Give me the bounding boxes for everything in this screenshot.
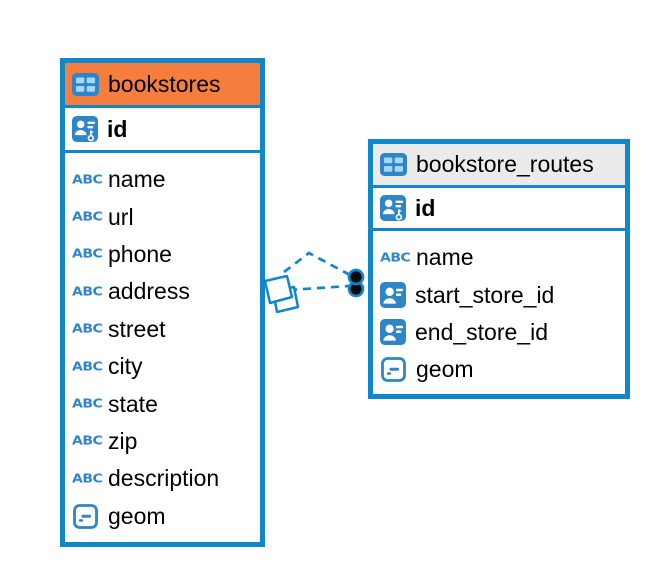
column-list: ABC name start_store_id end_store_id [373, 231, 625, 389]
primary-key-icon [72, 116, 98, 142]
varchar-type-icon: ABC [72, 359, 103, 374]
column-name: id [107, 115, 128, 142]
table-bookstore-routes[interactable]: bookstore_routes id ABC name [368, 139, 630, 399]
reference-type-icon [380, 282, 406, 309]
relationship-source-marker-front[interactable] [263, 274, 294, 305]
table-header[interactable]: bookstores [65, 63, 260, 108]
relationship-source-marker-back[interactable] [271, 285, 300, 314]
column-row-name[interactable]: ABC name [373, 239, 625, 276]
reference-type-icon [380, 319, 406, 346]
varchar-type-icon: ABC [72, 322, 103, 337]
geometry-type-icon [73, 503, 98, 529]
relationship-endpoint-dot[interactable] [347, 280, 365, 298]
table-title: bookstores [108, 70, 221, 97]
column-row-city[interactable]: ABC city [65, 348, 260, 385]
column-row-description[interactable]: ABC description [65, 460, 260, 497]
varchar-type-icon: ABC [72, 396, 103, 412]
column-name: url [108, 203, 134, 230]
column-row-phone[interactable]: ABC phone [65, 236, 260, 273]
relationship-endpoint-dot[interactable] [347, 268, 365, 286]
column-name: zip [108, 427, 138, 454]
column-row-zip[interactable]: ABC zip [65, 423, 260, 460]
column-name: id [415, 194, 436, 221]
column-row-geom[interactable]: geom [373, 351, 625, 388]
column-name: city [108, 353, 143, 380]
column-row-street[interactable]: ABC street [65, 311, 260, 348]
column-row-id[interactable]: id [65, 108, 260, 153]
column-name: end_store_id [415, 318, 548, 345]
primary-key-icon [380, 195, 406, 221]
geometry-type-icon [381, 357, 406, 383]
table-title: bookstore_routes [416, 151, 594, 177]
column-row-id[interactable]: id [373, 188, 625, 231]
column-list: ABC name ABC url ABC phone ABC address A… [65, 153, 260, 535]
column-row-end-store-id[interactable]: end_store_id [373, 314, 625, 351]
table-bookstores[interactable]: bookstores id ABC name ABC url ABC phone [60, 58, 265, 547]
varchar-type-icon: ABC [72, 172, 103, 187]
column-name: name [108, 166, 166, 193]
column-name: address [108, 278, 190, 305]
table-header[interactable]: bookstore_routes [373, 144, 625, 188]
column-row-name[interactable]: ABC name [65, 161, 260, 198]
varchar-type-icon: ABC [72, 434, 103, 449]
column-name: start_store_id [415, 281, 555, 308]
column-name: name [416, 244, 474, 271]
column-row-state[interactable]: ABC state [65, 385, 260, 422]
column-name: geom [108, 502, 166, 529]
column-name: description [108, 465, 220, 492]
varchar-type-icon: ABC [72, 209, 103, 225]
table-icon [72, 72, 99, 96]
varchar-type-icon: ABC [72, 471, 103, 487]
varchar-type-icon: ABC [72, 247, 103, 262]
column-name: phone [108, 240, 172, 267]
column-row-address[interactable]: ABC address [65, 273, 260, 310]
varchar-type-icon: ABC [380, 250, 411, 265]
relationship-line-lower[interactable] [288, 284, 350, 292]
column-name: state [108, 390, 158, 417]
column-row-start-store-id[interactable]: start_store_id [373, 276, 625, 313]
column-row-geom[interactable]: geom [65, 498, 260, 535]
column-name: street [108, 315, 166, 342]
column-name: geom [416, 356, 474, 383]
varchar-type-icon: ABC [72, 284, 103, 300]
table-icon [380, 153, 407, 176]
relationship-line-upper[interactable] [283, 251, 351, 277]
column-row-url[interactable]: ABC url [65, 198, 260, 235]
